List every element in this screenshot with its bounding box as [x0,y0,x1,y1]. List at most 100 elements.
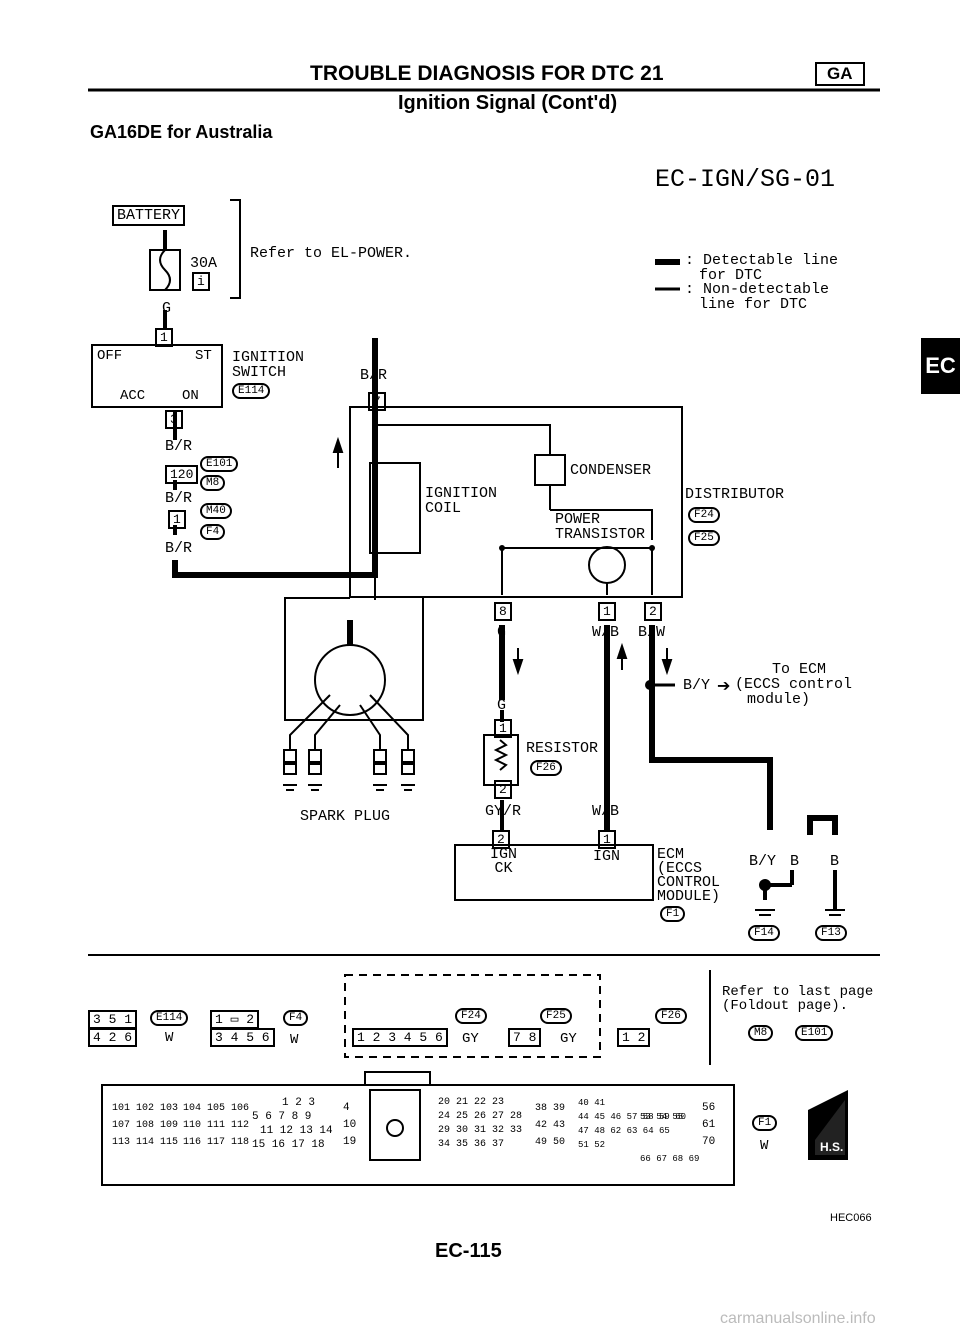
connector-f24: F24 [688,507,720,523]
f24-code: F24 [455,1008,487,1024]
wire-b-1: B [790,853,800,870]
distributor-label: DISTRIBUTOR [685,486,785,503]
figure-ref: HEC066 [830,1212,872,1224]
f26-pins: 1 2 [617,1028,651,1047]
wire-br-3: B/R [165,540,193,557]
wire-br-top: B/R [360,367,388,384]
wire-wb-dist: W/B [592,624,620,641]
connector-e101: E101 [200,456,239,472]
dist-pin-1: 1 [598,602,616,621]
e114-code: E114 [150,1010,189,1026]
ground-f13: F13 [815,925,847,941]
e114-pins-row2: 4 2 6 [88,1028,138,1047]
f25-code: F25 [540,1008,572,1024]
resistor-pin-2: 2 [494,780,512,799]
fuse-amperage: 30A [190,255,218,272]
refer-last-page: Refer to last page(Foldout page). [722,984,874,1014]
f24-color: GY [462,1031,479,1047]
diagram-code: EC-IGN/SG-01 [655,165,836,194]
spark-plug-label: SPARK PLUG [300,808,391,825]
f25-pins: 7 8 [508,1028,542,1047]
wire-g-resistor: G [497,697,507,714]
page-title: TROUBLE DIAGNOSIS FOR DTC 21 [310,62,664,85]
ground-f14: F14 [748,925,780,941]
connector-m40: M40 [200,503,232,519]
ref-m8: M8 [748,1025,774,1041]
f25-color: GY [560,1031,577,1047]
connector-f26: F26 [530,760,562,776]
wire-color-g: G [162,300,172,317]
page-subtitle: Ignition Signal (Cont'd) [398,92,618,114]
pin-1: 1 [168,510,186,529]
connector-m8: M8 [200,475,226,491]
resistor-label: RESISTOR [526,740,599,757]
page-number: EC-115 [435,1240,502,1262]
pin-120: 120 [165,465,199,484]
wire-by: B/Y [683,677,711,694]
dist-pin-7: 7 [368,392,386,411]
section-tab: EC [921,338,960,394]
f1-color: W [760,1138,769,1154]
connector-f25: F25 [688,530,720,546]
switch-pos-off: OFF [97,348,123,364]
wire-by-ecm: B/Y [749,853,777,870]
dist-pin-8: 8 [494,602,512,621]
section-badge: GA [815,62,865,86]
variant-label: GA16DE for Australia [90,122,273,142]
f26-code: F26 [655,1008,687,1024]
wire-br-2: B/R [165,490,193,507]
connector-f4: F4 [200,524,226,540]
f24-pins: 1 2 3 4 5 6 [352,1028,448,1047]
connector-f1: F1 [660,906,686,922]
switch-pin-3: 3 [165,410,183,429]
fuse-number: i [192,272,210,291]
wire-br-1: B/R [165,438,193,455]
ecm-pin-2: 2 [492,830,510,849]
ecm-pin-1: 1 [598,830,616,849]
resistor-pin-1: 1 [494,719,512,738]
f4-code: F4 [283,1010,309,1026]
switch-pos-acc: ACC [120,388,146,404]
dist-pin-2: 2 [644,602,662,621]
ref-e101: E101 [795,1025,834,1041]
wire-bw-dist: B/W [638,624,666,641]
switch-pos-on: ON [182,388,199,404]
switch-pin-1: 1 [155,328,173,347]
wire-b-2: B [830,853,840,870]
wire-wb-ecm: W/B [592,803,620,820]
refer-el-power: Refer to EL-POWER. [250,245,413,262]
f1-code: F1 [752,1115,778,1131]
condenser-label: CONDENSER [570,462,652,479]
connector-e114: E114 [232,383,271,399]
switch-pos-st: ST [195,348,212,364]
f4-color: W [290,1032,299,1048]
watermark: carmanualsonline.info [720,1310,876,1327]
ign-label: IGN [593,848,621,865]
battery-label: BATTERY [112,205,186,226]
arrow-right-icon: ➔ [717,678,731,695]
wire-g-dist: G [497,624,507,641]
f4-pins-row1: 1 ▭ 2 [210,1010,260,1029]
e114-pins-row1: 3 5 1 [88,1010,138,1029]
e114-color: W [165,1030,174,1046]
wire-gyr: GY/R [485,803,522,820]
hs-label: H.S. [820,1140,844,1154]
f4-pins-row2: 3 4 5 6 [210,1028,275,1047]
